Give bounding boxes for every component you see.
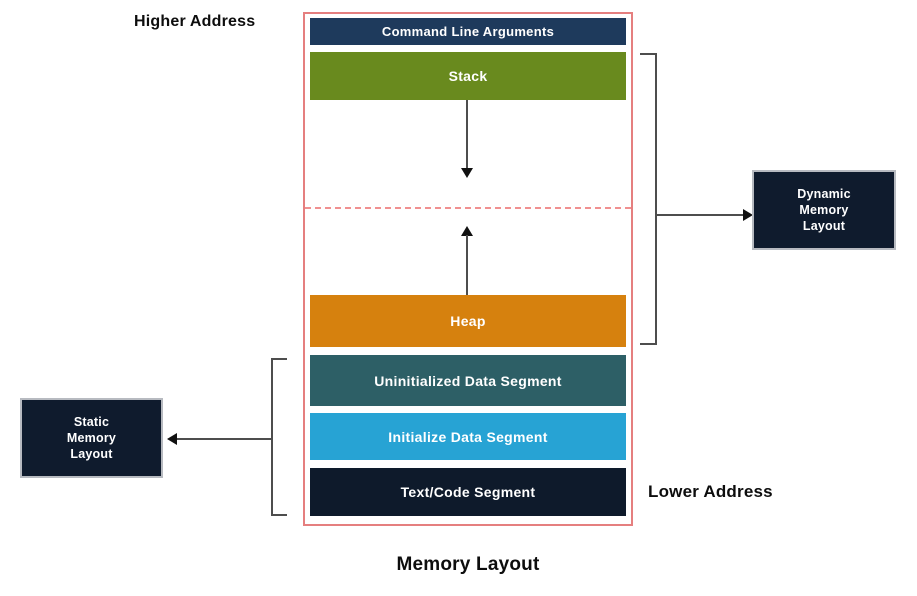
dynamic-arrow-line: [657, 214, 744, 216]
arrow-down-icon: [461, 168, 473, 178]
segment-heap: Heap: [310, 295, 626, 347]
dynamic-memory-layout-text: Dynamic Memory Layout: [797, 186, 851, 234]
dynamic-region-bracket: [640, 53, 657, 345]
heap-growth-line: [466, 235, 468, 295]
arrow-right-icon: [743, 209, 753, 221]
stack-growth-line: [466, 100, 468, 168]
diagram-title: Memory Layout: [396, 554, 540, 575]
static-arrow-line: [177, 438, 271, 440]
free-memory-divider: [305, 207, 631, 209]
segment-stack: Stack: [310, 52, 626, 100]
segment-uninitialized-data: Uninitialized Data Segment: [310, 355, 626, 406]
static-region-bracket: [271, 358, 287, 516]
static-memory-layout-box: Static Memory Layout: [20, 398, 163, 478]
segment-text-code: Text/Code Segment: [310, 468, 626, 516]
segment-initialized-data: Initialize Data Segment: [310, 413, 626, 460]
segment-command-line-arguments: Command Line Arguments: [310, 18, 626, 45]
lower-address-label: Lower Address: [648, 482, 773, 501]
higher-address-label: Higher Address: [134, 13, 256, 30]
static-memory-layout-text: Static Memory Layout: [66, 414, 117, 462]
process-memory-container: Command Line Arguments Stack Heap Uninit…: [303, 12, 633, 526]
dynamic-memory-layout-box: Dynamic Memory Layout: [752, 170, 896, 250]
arrow-left-icon: [167, 433, 177, 445]
arrow-up-icon: [461, 226, 473, 236]
